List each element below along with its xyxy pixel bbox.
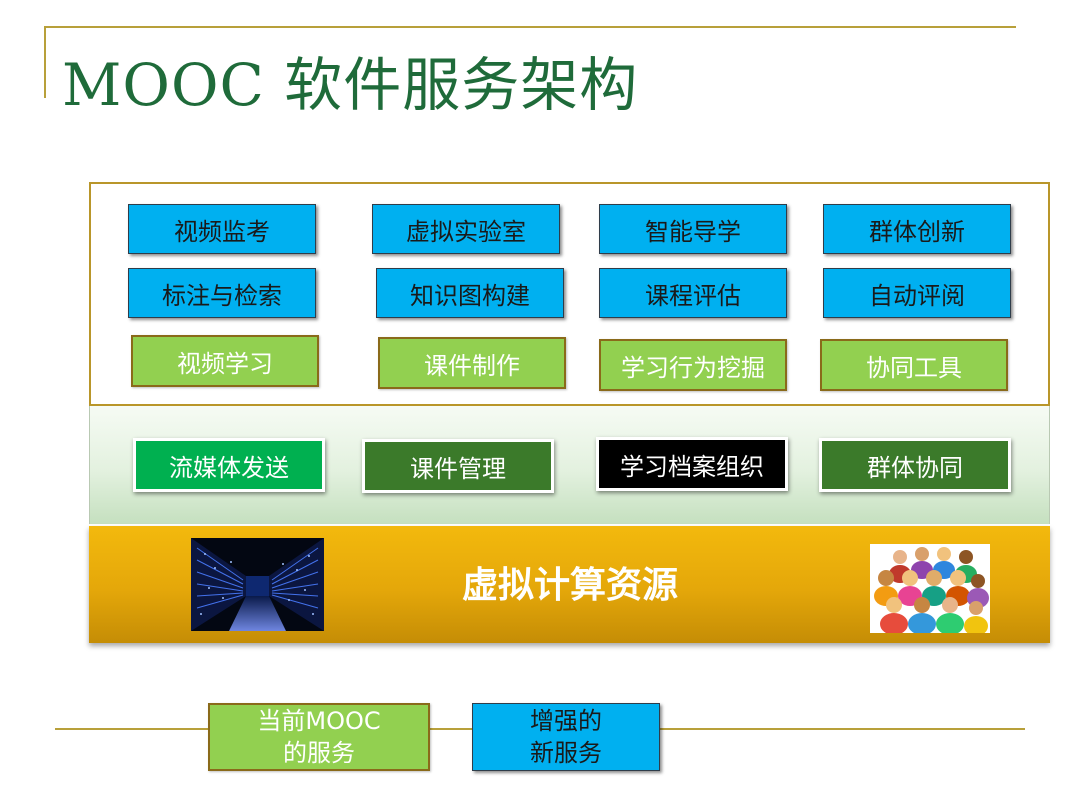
service-group-innovation: 群体创新	[823, 204, 1011, 254]
legend-enhanced-line2: 新服务	[530, 739, 602, 767]
title-left-rule	[44, 26, 46, 98]
service-intelligent-tutoring: 智能导学	[599, 204, 787, 254]
service-video-learning: 视频学习	[131, 335, 319, 387]
page-title: MOOC 软件服务架构	[62, 51, 639, 119]
legend-current-line1: 当前MOOC	[257, 707, 381, 735]
service-courseware-authoring: 课件制作	[378, 337, 566, 389]
legend-current-line2: 的服务	[283, 739, 355, 767]
service-learning-portfolio: 学习档案组织	[596, 437, 788, 491]
legend-enhanced-line1: 增强的	[530, 707, 602, 735]
service-course-evaluation: 课程评估	[599, 268, 787, 318]
title-top-rule	[44, 26, 1016, 28]
legend-current-services: 当前MOOC 的服务	[208, 703, 430, 771]
service-group-collaboration: 群体协同	[819, 438, 1011, 492]
service-learning-behavior-mining: 学习行为挖掘	[599, 339, 787, 391]
service-video-proctoring: 视频监考	[128, 204, 316, 254]
service-collaboration-tools: 协同工具	[820, 339, 1008, 391]
datacenter-image	[191, 538, 324, 631]
service-virtual-lab: 虚拟实验室	[372, 204, 560, 254]
compute-layer-label: 虚拟计算资源	[461, 565, 678, 606]
service-annotation-retrieval: 标注与检索	[128, 268, 316, 318]
service-auto-grading: 自动评阅	[823, 268, 1011, 318]
service-streaming-delivery: 流媒体发送	[133, 438, 325, 492]
service-courseware-management: 课件管理	[362, 439, 554, 493]
legend-enhanced-services: 增强的 新服务	[472, 703, 660, 771]
people-crowd-image	[870, 544, 990, 633]
service-knowledge-graph: 知识图构建	[376, 268, 564, 318]
